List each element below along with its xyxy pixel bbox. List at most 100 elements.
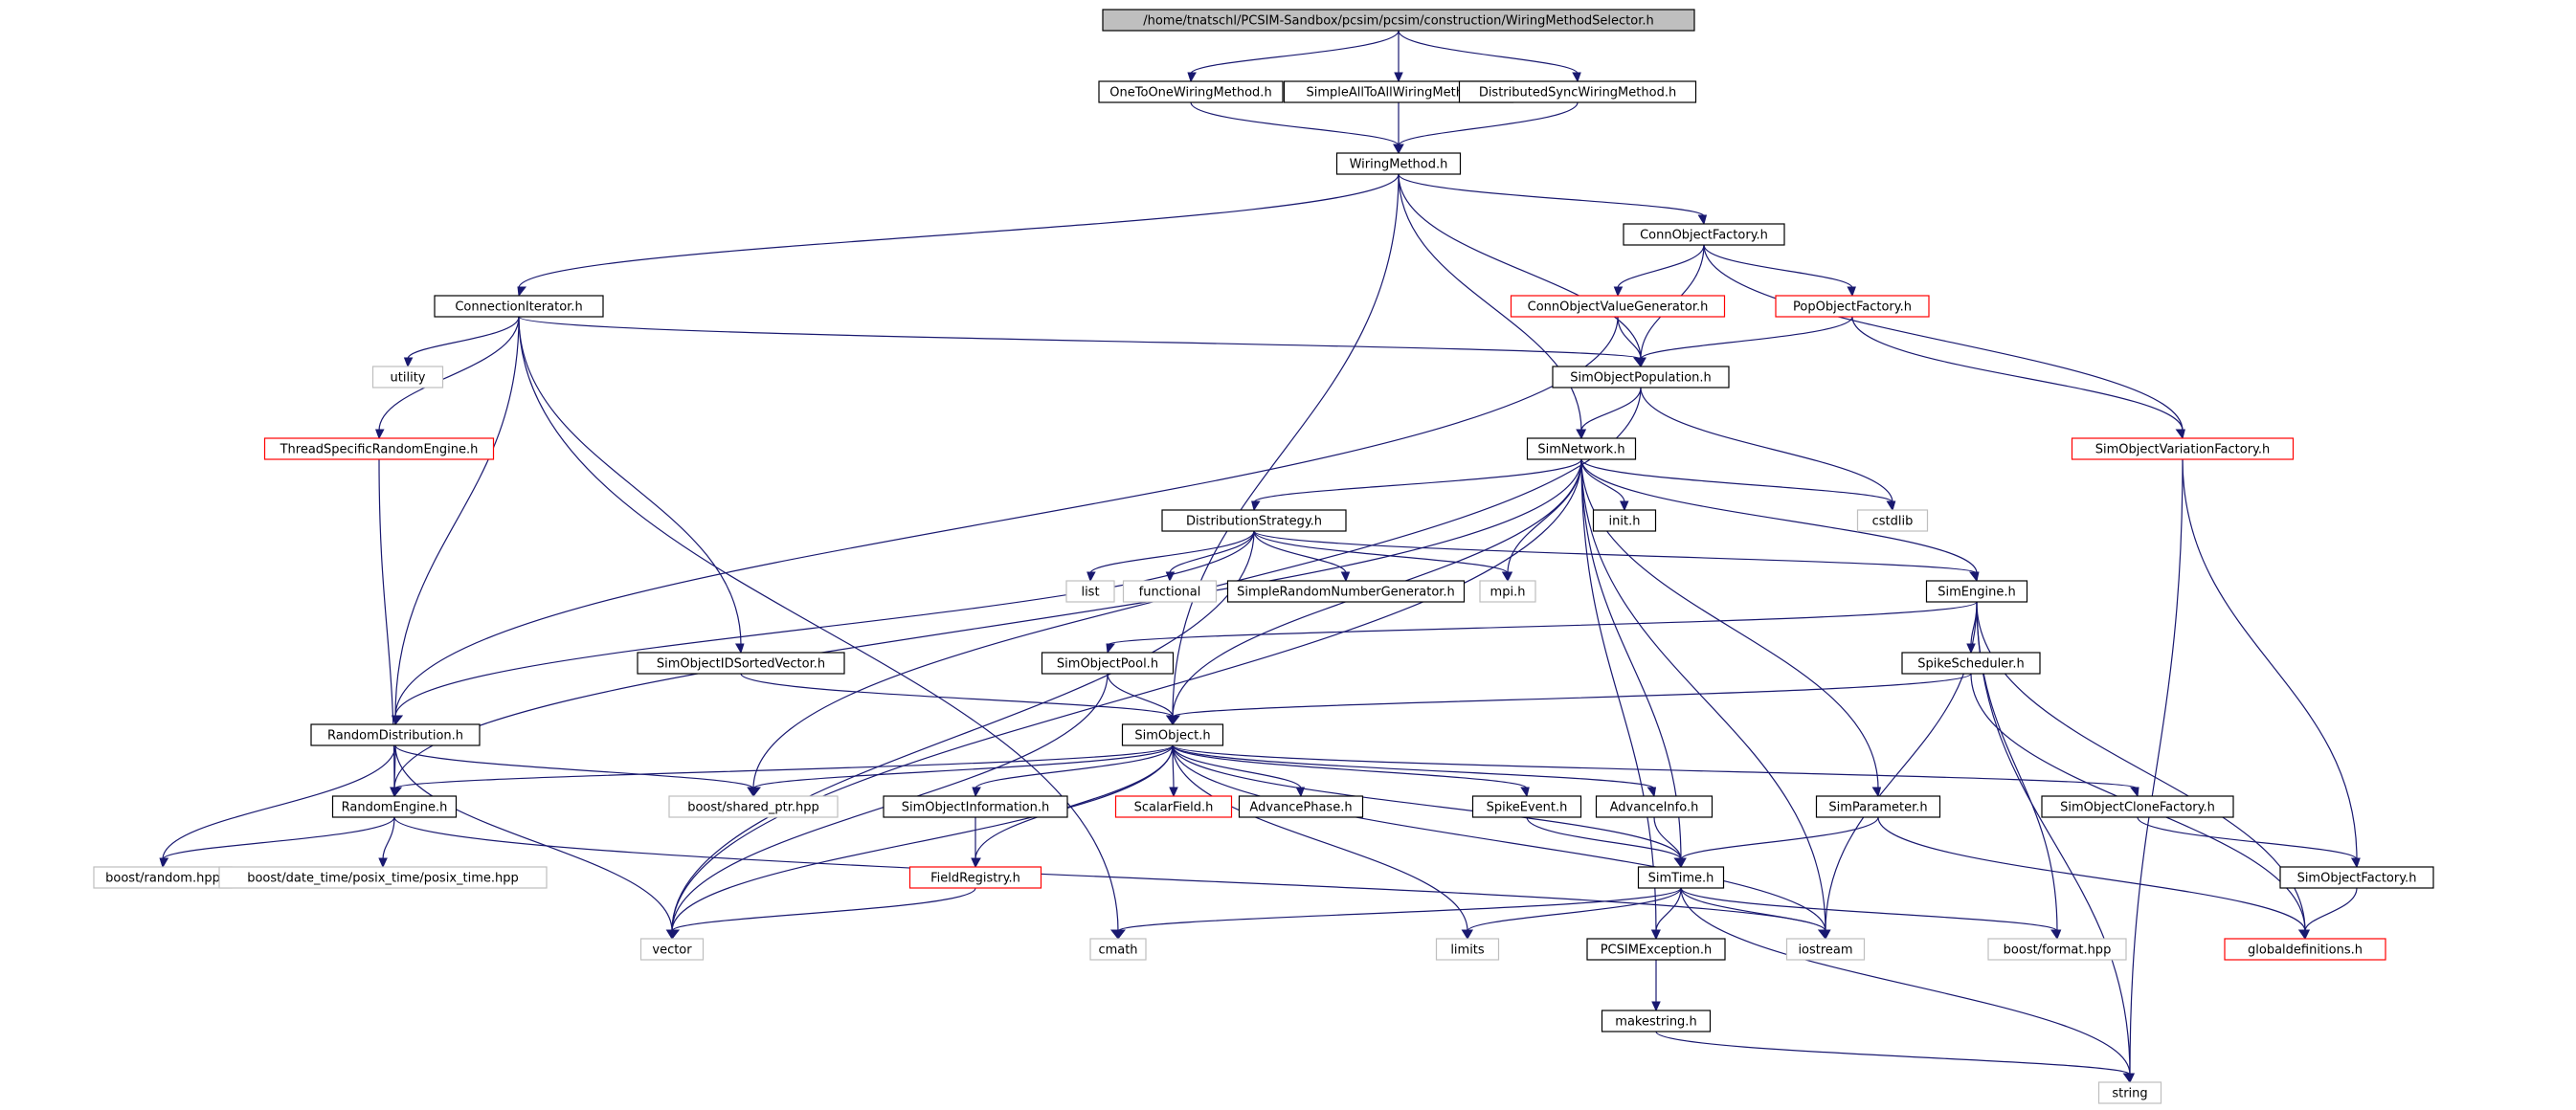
- node-label: SimpleAllToAllWiringMethod.h: [1306, 86, 1490, 100]
- node-limits[interactable]: limits: [1435, 938, 1500, 961]
- node-popobjectfactory-h[interactable]: PopObjectFactory.h: [1775, 295, 1930, 318]
- node-simengine-h[interactable]: SimEngine.h: [1925, 580, 2028, 603]
- edge-simtime-to-boostformat: [1680, 887, 2060, 941]
- node-simplerandomnumbergenerator-h[interactable]: SimpleRandomNumberGenerator.h: [1226, 580, 1466, 603]
- node-connobjectfactory-h[interactable]: ConnObjectFactory.h: [1623, 223, 1785, 246]
- node-simobjectvariationfactory-h[interactable]: SimObjectVariationFactory.h: [2071, 437, 2295, 460]
- edge-simnetwork-to-randengine: [392, 458, 1582, 798]
- node-simobject-h[interactable]: SimObject.h: [1121, 723, 1224, 746]
- edge-simnetwork-to-cstdlib: [1580, 458, 1896, 512]
- node-globaldefinitions-h[interactable]: globaldefinitions.h: [2224, 938, 2386, 961]
- node-wiringmethod-h[interactable]: WiringMethod.h: [1335, 152, 1462, 175]
- node-box: [1161, 509, 1347, 532]
- node-list[interactable]: list: [1065, 580, 1115, 603]
- edge-arrowhead: [1501, 571, 1512, 583]
- edge-line: [394, 316, 520, 718]
- node-simplealltoallwiringmethod-h[interactable]: SimpleAllToAllWiringMethod.h: [1283, 80, 1514, 103]
- node-label: iostream: [1798, 944, 1852, 958]
- node-utility[interactable]: utility: [371, 366, 444, 388]
- edge-line: [393, 744, 1174, 789]
- node-label: utility: [391, 371, 426, 386]
- node-distributionstrategy-h[interactable]: DistributionStrategy.h: [1161, 509, 1347, 532]
- edge-arrowhead: [1340, 571, 1351, 583]
- node-box: [668, 795, 839, 818]
- node-simobjectpopulation-h[interactable]: SimObjectPopulation.h: [1552, 366, 1730, 388]
- node-functional[interactable]: functional: [1122, 580, 1218, 603]
- node-randomdistribution-h[interactable]: RandomDistribution.h: [310, 723, 481, 746]
- node-simobjectclonefactory-h[interactable]: SimObjectCloneFactory.h: [2041, 795, 2234, 818]
- node-label: ThreadSpecificRandomEngine.h: [280, 443, 479, 457]
- edge-simnetwork-to-diststrat: [1251, 458, 1582, 512]
- edge-pcsimexc-to-makestring: [1651, 959, 1661, 1012]
- node-cmath[interactable]: cmath: [1089, 938, 1147, 961]
- node-simobjectidsortedvector-h[interactable]: SimObjectIDSortedVector.h: [637, 652, 845, 675]
- node-simobjectfactory-h[interactable]: SimObjectFactory.h: [2279, 866, 2434, 889]
- node-label: SimObjectCloneFactory.h: [2060, 801, 2215, 815]
- node-vector[interactable]: vector: [639, 938, 705, 961]
- node-onetoonewiringmethod-h[interactable]: OneToOneWiringMethod.h: [1098, 80, 1284, 103]
- node-simparameter-h[interactable]: SimParameter.h: [1815, 795, 1941, 818]
- node-label: boost/shared_ptr.hpp: [687, 801, 819, 815]
- edge-line: [394, 530, 1255, 718]
- node-scalarfield-h[interactable]: ScalarField.h: [1114, 795, 1233, 818]
- node-home-tnatschl-pcsim-sandbox-pcsim-pcsim-construction-wiringmethodselector-h[interactable]: /home/tnatschl/PCSIM-Sandbox/pcsim/pcsim…: [1102, 9, 1695, 32]
- node-simobjectpool-h[interactable]: SimObjectPool.h: [1041, 652, 1175, 675]
- node-label: ConnectionIterator.h: [455, 300, 582, 315]
- edge-line: [1617, 316, 1642, 360]
- node-box: [639, 938, 705, 961]
- node-cstdlib[interactable]: cstdlib: [1856, 509, 1929, 532]
- node-box: [1815, 795, 1941, 818]
- edge-diststrat-to-randdist: [393, 530, 1255, 726]
- edge-simobject-to-sharedptr: [750, 744, 1174, 798]
- edge-line: [1172, 744, 1302, 789]
- edge-line: [1703, 244, 2184, 432]
- node-boost-random-hpp[interactable]: boost/random.hpp: [93, 866, 233, 889]
- node-advancephase-h[interactable]: AdvancePhase.h: [1238, 795, 1364, 818]
- node-connectioniterator-h[interactable]: ConnectionIterator.h: [434, 295, 604, 318]
- node-label: SimpleRandomNumberGenerator.h: [1237, 586, 1455, 600]
- node-distributedsyncwiringmethod-h[interactable]: DistributedSyncWiringMethod.h: [1458, 80, 1697, 103]
- node-label: SpikeScheduler.h: [1917, 657, 2024, 672]
- node-init-h[interactable]: init.h: [1592, 509, 1657, 532]
- node-box: [1592, 509, 1657, 532]
- node-label: /home/tnatschl/PCSIM-Sandbox/pcsim/pcsim…: [1143, 14, 1654, 29]
- node-box: [1785, 938, 1866, 961]
- node-makestring-h[interactable]: makestring.h: [1601, 1010, 1712, 1032]
- node-label: string: [2112, 1087, 2147, 1101]
- node-threadspecificrandomengine-h[interactable]: ThreadSpecificRandomEngine.h: [263, 437, 495, 460]
- node-label: ScalarField.h: [1134, 801, 1214, 815]
- node-connobjectvaluegenerator-h[interactable]: ConnObjectValueGenerator.h: [1510, 295, 1726, 318]
- node-randomengine-h[interactable]: RandomEngine.h: [331, 795, 458, 818]
- edge-arrowhead: [1677, 857, 1687, 869]
- edge-line: [1580, 458, 1682, 860]
- node-string[interactable]: string: [2097, 1081, 2162, 1104]
- node-boost-format-hpp[interactable]: boost/format.hpp: [1987, 938, 2127, 961]
- edge-arrowhead: [1395, 144, 1404, 155]
- edge-spikesched-to-simobject: [1171, 673, 1972, 726]
- edge-simobject-to-advinfo: [1172, 744, 1657, 798]
- node-simtime-h[interactable]: SimTime.h: [1637, 866, 1725, 889]
- node-spikeevent-h[interactable]: SpikeEvent.h: [1471, 795, 1582, 818]
- node-label: SimParameter.h: [1828, 801, 1927, 815]
- node-mpi-h[interactable]: mpi.h: [1479, 580, 1536, 603]
- node-advanceinfo-h[interactable]: AdvanceInfo.h: [1595, 795, 1714, 818]
- node-label: ConnObjectValueGenerator.h: [1528, 300, 1709, 315]
- edge-line: [1172, 744, 2139, 789]
- edge-line: [1825, 601, 1978, 932]
- node-iostream[interactable]: iostream: [1785, 938, 1866, 961]
- node-boost-date-time-posix-time-posix-time-hpp[interactable]: boost/date_time/posix_time/posix_time.hp…: [218, 866, 548, 889]
- edge-arrowhead: [1464, 929, 1473, 941]
- node-boost-shared-ptr-hpp[interactable]: boost/shared_ptr.hpp: [668, 795, 839, 818]
- node-box: [1601, 1010, 1712, 1032]
- edge-line: [1172, 673, 1972, 718]
- edge-arrowhead: [1651, 1001, 1661, 1012]
- node-spikescheduler-h[interactable]: SpikeScheduler.h: [1901, 652, 2041, 675]
- edge-diststrat-to-mpi: [1253, 530, 1512, 583]
- node-box: [883, 795, 1068, 818]
- edge-line: [671, 744, 1174, 932]
- node-pcsimexception-h[interactable]: PCSIMException.h: [1586, 938, 1726, 961]
- node-simnetwork-h[interactable]: SimNetwork.h: [1526, 437, 1637, 460]
- node-fieldregistry-h[interactable]: FieldRegistry.h: [908, 866, 1042, 889]
- edge-popfactory-to-simobjvarfac: [1851, 316, 2185, 440]
- node-simobjectinformation-h[interactable]: SimObjectInformation.h: [883, 795, 1068, 818]
